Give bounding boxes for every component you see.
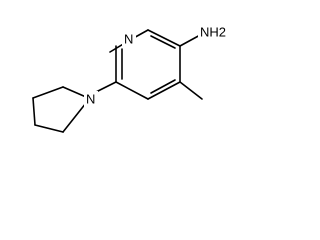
- pyrrolidine-n-mask: [84, 91, 98, 107]
- bond-c3-c2: [115, 81, 149, 100]
- pyridine-n-mask: [122, 31, 136, 47]
- bond-c4-methyl: [179, 81, 203, 100]
- pyridine-ring: [109, 29, 181, 100]
- bond-pyr-c1-c2: [32, 86, 64, 99]
- bond-pyr-c3-c4: [34, 124, 64, 133]
- bond-pyr-c2-c3: [32, 97, 36, 126]
- bond-c2-npyrrolidine: [95, 81, 117, 93]
- bond-pyr-c4-n: [62, 102, 87, 133]
- bond-c6-c5: [147, 29, 181, 47]
- amine-label: NH2: [200, 24, 226, 39]
- pyridine-nitrogen-label: N: [124, 31, 133, 46]
- pyrrolidine-nitrogen-label: N: [86, 91, 95, 106]
- amine-mask: [198, 24, 228, 40]
- bond-pyr-n-c1: [62, 86, 87, 98]
- bond-c4-c3: [147, 81, 181, 100]
- pyrrolidine-ring: [32, 86, 87, 133]
- chemical-structure: N NH2 N: [32, 24, 228, 133]
- bond-c4-c3-inner: [150, 79, 176, 94]
- bond-c6-c5-inner: [150, 35, 176, 49]
